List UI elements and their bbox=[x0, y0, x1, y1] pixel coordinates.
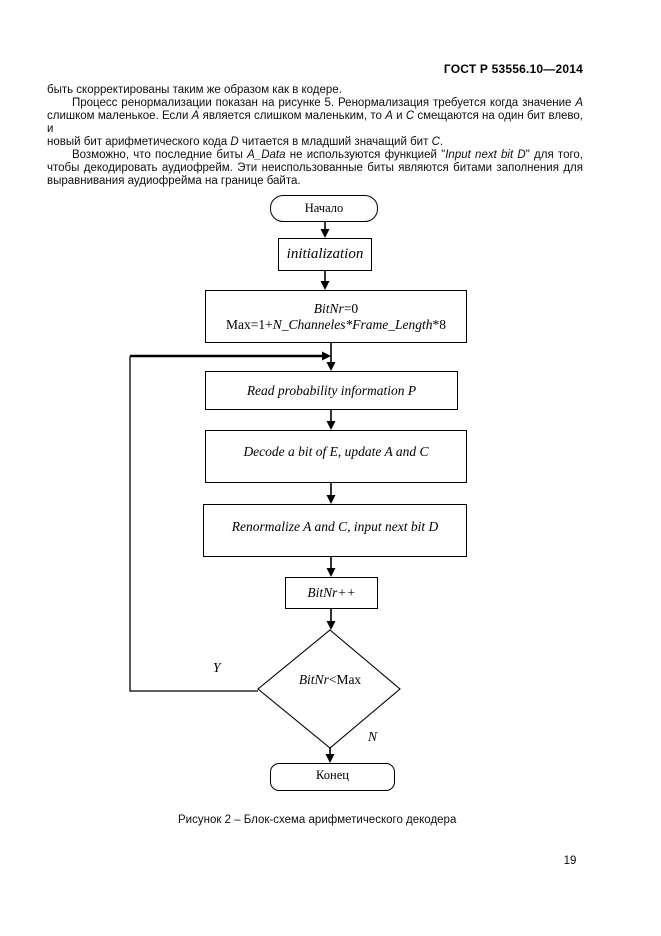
flow-arrow bbox=[326, 343, 336, 371]
body-text-line: слишком маленькое. Если A является слишк… bbox=[47, 110, 583, 136]
text-run: Max=1+ bbox=[226, 316, 273, 332]
decision-diamond-shape bbox=[257, 629, 401, 749]
page-number: 19 bbox=[563, 855, 577, 867]
flow-node-renormalize: Renormalize A and C, input next bit D bbox=[203, 504, 467, 557]
body-text-line: быть скорректированы таким же образом ка… bbox=[47, 84, 583, 97]
text-run: Начало bbox=[304, 201, 344, 215]
text-run: D bbox=[230, 136, 239, 148]
text-run: =0 bbox=[343, 300, 359, 316]
text-run: Возможно, что последние биты bbox=[72, 149, 248, 161]
text-run: Decode a bit of E, update A and C bbox=[243, 444, 429, 459]
flow-node-bitnr-increment: BitNr++ bbox=[285, 577, 378, 609]
text-run: Input next bit D bbox=[445, 149, 526, 161]
text-run: Процесс ренормализации показан на рисунк… bbox=[72, 97, 576, 109]
document-number: ГОСТ Р 53556.10—2014 bbox=[443, 62, 583, 76]
text-run: C bbox=[431, 136, 440, 148]
flow-arrow bbox=[320, 271, 330, 290]
text-run: Read probability information P bbox=[246, 382, 417, 398]
text-run: " для того, bbox=[525, 149, 583, 161]
text-run: читается в младший значащий бит bbox=[238, 136, 432, 148]
text-run: слишком маленькое. Если bbox=[47, 110, 192, 122]
text-run: BitNr++ bbox=[307, 585, 356, 600]
text-run: A bbox=[385, 110, 393, 122]
text-run: N_Channeles*Frame_Length bbox=[272, 316, 433, 332]
flow-arrow bbox=[325, 748, 335, 763]
flow-arrow bbox=[326, 483, 336, 504]
text-run: A bbox=[575, 97, 583, 109]
text-run: выравнивания аудиофрейма на границе байт… bbox=[47, 175, 301, 187]
flow-arrow bbox=[326, 609, 336, 630]
text-run: *8 bbox=[432, 316, 446, 332]
text-run: смещаются на один бит влево, и bbox=[47, 110, 584, 135]
flow-node-end: Конец bbox=[270, 763, 395, 791]
figure-caption: Рисунок 2 – Блок-схема арифметического д… bbox=[178, 814, 457, 826]
text-run: и bbox=[392, 110, 406, 122]
flow-node-setup: BitNr=0 Max=1+N_Channeles*Frame_Length*8 bbox=[205, 290, 467, 343]
text-run: чтобы декодировать аудиофрейм. Эти неисп… bbox=[47, 162, 583, 174]
flow-node-read-probability: Read probability information P bbox=[205, 371, 458, 410]
body-text-line: Возможно, что последние биты A_Data не и… bbox=[47, 149, 583, 162]
text-run: C bbox=[405, 110, 415, 122]
body-text-line: чтобы декодировать аудиофрейм. Эти неисп… bbox=[47, 162, 583, 175]
text-run: является слишком маленьким, то bbox=[199, 110, 386, 122]
flow-arrow bbox=[320, 222, 330, 238]
body-text: быть скорректированы таким же образом ка… bbox=[47, 84, 583, 188]
flow-node-decode-bit: Decode a bit of E, update A and C bbox=[205, 430, 467, 483]
text-run: Renormalize A and C, input next bit D bbox=[231, 519, 439, 534]
branch-label-yes: Y bbox=[213, 660, 221, 675]
flow-arrow bbox=[326, 557, 336, 577]
text-run: BitNr bbox=[313, 300, 344, 316]
body-text-line: новый бит арифметического кода D читаетс… bbox=[47, 136, 583, 149]
text-run: BitNr bbox=[298, 672, 329, 687]
text-run: быть скорректированы таким же образом ка… bbox=[47, 84, 342, 96]
text-run: Конец bbox=[316, 768, 349, 782]
flow-node-setup-line2: Max=1+N_Channeles*Frame_Length*8 bbox=[226, 317, 446, 333]
flow-node-condition-label: BitNr<Max bbox=[258, 672, 402, 688]
text-run: <Max bbox=[328, 672, 362, 687]
flow-node-start: Начало bbox=[270, 195, 378, 222]
text-run: A bbox=[191, 110, 200, 122]
body-text-line: Процесс ренормализации показан на рисунк… bbox=[47, 97, 583, 110]
text-run: не используются функцией " bbox=[285, 149, 446, 161]
flow-node-setup-line1: BitNr=0 bbox=[314, 301, 358, 317]
flow-arrow bbox=[326, 410, 336, 430]
text-run: новый бит арифметического кода bbox=[47, 136, 231, 148]
text-run: A_Data bbox=[247, 149, 286, 161]
text-run: initialization bbox=[286, 246, 364, 262]
branch-label-no: N bbox=[368, 729, 378, 744]
flow-node-initialization: initialization bbox=[278, 238, 372, 271]
text-run: . bbox=[439, 136, 444, 148]
body-text-line: выравнивания аудиофрейма на границе байт… bbox=[47, 175, 583, 188]
